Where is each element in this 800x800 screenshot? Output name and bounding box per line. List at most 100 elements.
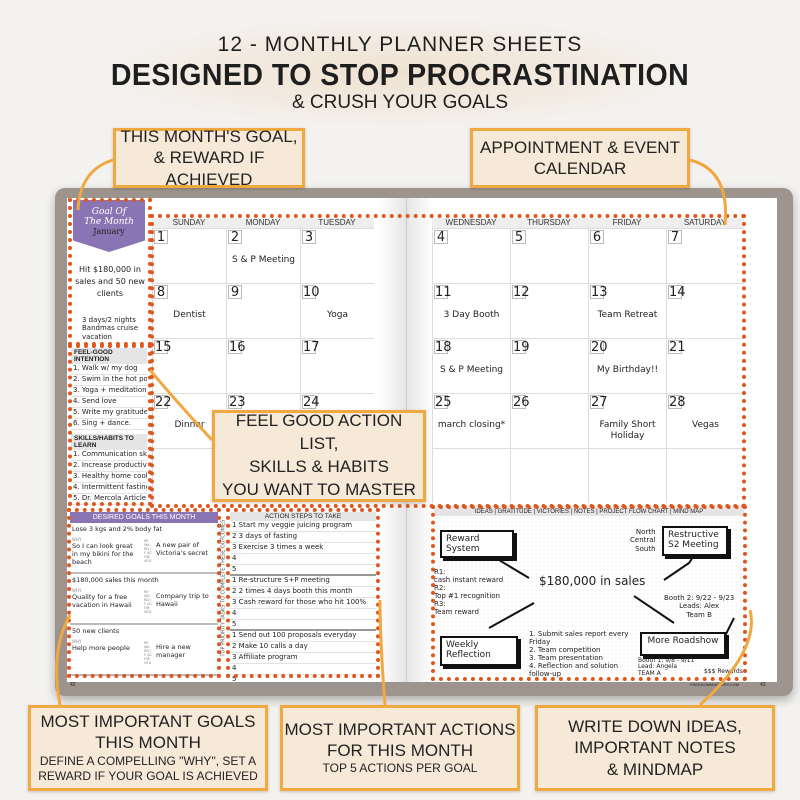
calendar-day-cell[interactable] [666, 448, 744, 503]
why-label: WHY [72, 588, 82, 593]
day-number: 11 [434, 285, 452, 300]
calendar-day-cell[interactable] [432, 448, 510, 503]
day-number: 20 [590, 340, 608, 355]
booth2-line: Leads: Alex [679, 602, 720, 611]
feel-good-item: 1. Walk w/ my dog [71, 364, 147, 375]
calendar-day-cell[interactable]: 14 [666, 283, 744, 338]
calendar-day-cell[interactable] [510, 448, 588, 503]
mind-map-highlight [431, 505, 747, 681]
day-number: 7 [668, 230, 682, 244]
weekly-note: 1. Submit sales report every Friday [529, 630, 629, 647]
reward-item: cash instant reward [434, 576, 504, 585]
region: North [635, 528, 656, 536]
calendar-day-cell[interactable]: 5 [510, 228, 588, 283]
action-step: 5 [230, 565, 376, 576]
day-number: 26 [512, 395, 530, 410]
callout-line: IMPORTANT NOTES [574, 738, 736, 758]
feel-good-highlight [68, 344, 152, 506]
day-number: 24 [302, 395, 320, 410]
day-number: 1 [154, 230, 168, 244]
calendar-day-cell[interactable]: 12 [510, 283, 588, 338]
callout-line: THIS MONTH [95, 733, 201, 753]
calendar-day-cell[interactable]: 4 [432, 228, 510, 283]
calendar-day-cell[interactable]: 7 [666, 228, 744, 283]
booth2-line: Booth 2: 9/22 - 9/23 [664, 594, 735, 602]
goal-reward: Company trip to Hawaii [156, 592, 209, 608]
callout-sub: TOP 5 ACTIONS PER GOAL [322, 761, 478, 776]
day-number: 23 [228, 395, 246, 410]
calendar-day-cell[interactable] [588, 448, 666, 503]
skill-item: 3. Healthy home cooking [71, 472, 147, 483]
action-steps-section: ACTION STEPS TO TAKE 1 Start my veggie j… [230, 512, 376, 686]
callout-line: MOST IMPORTANT GOALS [40, 712, 256, 732]
calendar-event: S & P Meeting [231, 255, 296, 265]
calendar-day-cell[interactable]: 19 [510, 338, 588, 393]
callout-line: FOR THIS MONTH [326, 741, 474, 761]
ribbon-title2: The Month [84, 216, 134, 227]
day-number: 17 [302, 340, 320, 355]
day-header-thursday: THURSDAY [510, 218, 588, 228]
desired-goals-section: DESIRED GOALS THIS MONTH Lose 3 kgs and … [70, 512, 218, 676]
day-number: 16 [228, 340, 246, 355]
goal-reward: A new pair of Victoria's secret [156, 541, 208, 557]
goal-why: Quality for a free vacation in Hawaii [72, 593, 132, 609]
action-step: 2 Make 10 calls a day [230, 642, 376, 653]
day-number: 21 [668, 340, 686, 355]
action-step: 1 Re-structure S+P meeting [230, 576, 376, 587]
goal-text: Lose 3 kgs and 2% body fat [72, 525, 163, 533]
goal-highlight [68, 198, 152, 346]
region: South [635, 544, 656, 553]
callout-line: FEEL GOOD ACTION LIST, [235, 411, 403, 454]
weekly-note: 4. Reflection and solution follow-up [529, 662, 619, 679]
calendar-day-cell[interactable]: 9 [226, 283, 300, 338]
action-step: 2 3 days of fasting [230, 532, 376, 543]
calendar-day-cell[interactable]: 6 [588, 228, 666, 283]
goal-text: 50 new clients [72, 627, 120, 635]
calendar-event: S & P Meeting [439, 365, 504, 375]
day-header-friday: FRIDAY [588, 218, 666, 228]
calendar-event: Team Retreat [597, 310, 658, 320]
day-number: 8 [154, 285, 168, 299]
header-title: DESIGNED TO STOP PROCRASTINATION [110, 57, 690, 92]
calendar-day-cell[interactable]: 26 [510, 393, 588, 448]
desired-goals-title: DESIRED GOALS THIS MONTH [70, 512, 218, 523]
month-goal: Hit $180,000 in sales and 50 new clients [75, 265, 145, 298]
action-step: 1 Send out 100 proposals everyday [230, 631, 376, 642]
day-number: 6 [590, 230, 604, 244]
day-number: 12 [512, 285, 530, 300]
reward-label: REWARD IF ACHIEVED [144, 590, 152, 614]
action-step: 5 [230, 675, 376, 686]
day-header-tuesday: TUESDAY [300, 218, 374, 228]
calendar-day-cell[interactable]: 16 [226, 338, 300, 393]
booth1-line: Booth 1: 9/8 - 9/11 [638, 657, 695, 664]
restructure-box: Restructive S2 Meeting [662, 526, 728, 556]
day-number: 10 [302, 285, 320, 300]
calendar-event: 3 Day Booth [443, 310, 500, 320]
goal-why: So I can look great in my bikini for the… [72, 542, 134, 566]
callout-line: & REWARD IF ACHIEVED [153, 148, 265, 189]
ribbon-title: Goal Of [91, 207, 127, 217]
calendar-day-cell[interactable]: 17 [300, 338, 374, 393]
booth1-line: Lead: Angela [638, 663, 678, 671]
day-number: 13 [590, 285, 608, 300]
calendar-day-cell[interactable]: 21 [666, 338, 744, 393]
callout-line: & MINDMAP [606, 759, 704, 779]
calendar-day-cell[interactable]: 11 3 Day Booth [432, 283, 510, 338]
calendar-day-cell[interactable]: 3 [300, 228, 374, 283]
ribbon-month: January [93, 226, 125, 236]
action-steps-title: ACTION STEPS TO TAKE [230, 512, 376, 521]
callout-line: YOU WANT TO MASTER [222, 479, 416, 499]
day-number: 4 [434, 230, 448, 244]
calendar-event: Vegas [692, 420, 719, 430]
